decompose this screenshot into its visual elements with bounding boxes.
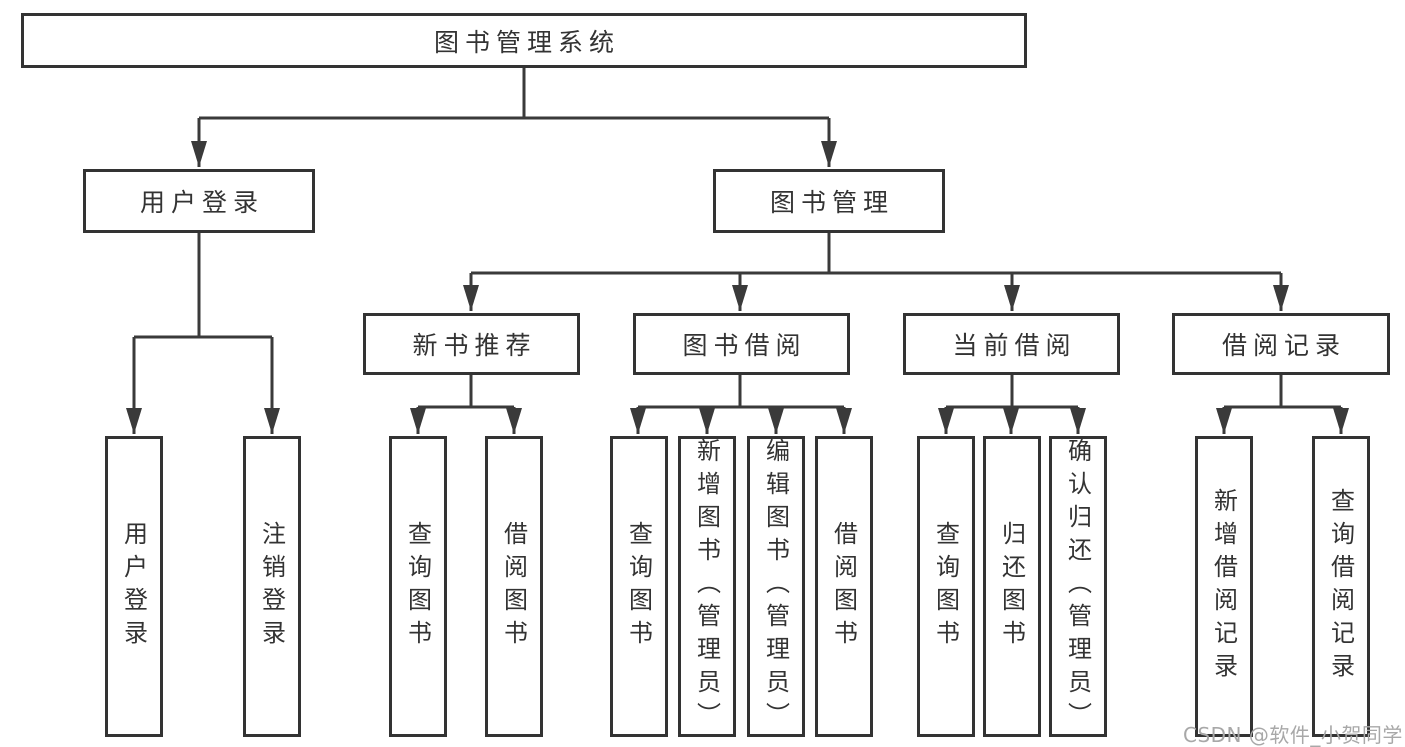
leaf-logout-label: 注销登录 [257, 520, 286, 653]
leaf-nb-query-books: 查询图书 [389, 436, 447, 737]
leaf-nb-borrow-books: 借阅图书 [485, 436, 543, 737]
node-book-management-label: 图书管理 [769, 188, 894, 217]
leaf-br-add-record-label: 新增借阅记录 [1209, 487, 1238, 686]
node-book-borrowing-label: 图书借阅 [682, 331, 807, 360]
csdn-watermark: CSDN @软件_小贺同学 [1183, 723, 1403, 747]
leaf-cb-query-books-label: 查询图书 [931, 520, 960, 653]
leaf-bb-edit-books-admin: 编辑图书（管理员） [747, 436, 805, 737]
leaf-nb-borrow-books-label: 借阅图书 [499, 520, 528, 653]
leaf-nb-query-books-label: 查询图书 [403, 520, 432, 653]
node-borrow-records: 借阅记录 [1172, 313, 1390, 375]
node-borrow-records-label: 借阅记录 [1221, 331, 1346, 360]
leaf-br-query-record: 查询借阅记录 [1312, 436, 1370, 737]
leaf-bb-add-books-admin: 新增图书（管理员） [678, 436, 736, 737]
node-new-book-recommend: 新书推荐 [363, 313, 580, 375]
leaf-bb-query-books: 查询图书 [610, 436, 668, 737]
leaf-bb-query-books-label: 查询图书 [624, 520, 653, 653]
leaf-user-login: 用户登录 [105, 436, 163, 737]
node-current-borrowing-label: 当前借阅 [952, 331, 1077, 360]
leaf-user-login-label: 用户登录 [119, 520, 148, 653]
leaf-cb-confirm-return-admin-label: 确认归还（管理员） [1063, 438, 1092, 735]
node-user-login-label: 用户登录 [139, 188, 264, 217]
node-root: 图书管理系统 [21, 13, 1027, 68]
leaf-cb-query-books: 查询图书 [917, 436, 975, 737]
leaf-bb-borrow-books-label: 借阅图书 [829, 520, 858, 653]
leaf-br-add-record: 新增借阅记录 [1195, 436, 1253, 737]
leaf-bb-add-books-admin-label: 新增图书（管理员） [692, 438, 721, 735]
node-root-label: 图书管理系统 [433, 27, 620, 57]
leaf-cb-return-books-label: 归还图书 [997, 520, 1026, 653]
node-user-login: 用户登录 [83, 169, 315, 233]
leaf-cb-return-books: 归还图书 [983, 436, 1041, 737]
node-book-borrowing: 图书借阅 [633, 313, 850, 375]
node-book-management: 图书管理 [713, 169, 945, 233]
node-new-book-recommend-label: 新书推荐 [412, 331, 537, 360]
leaf-cb-confirm-return-admin: 确认归还（管理员） [1049, 436, 1107, 737]
node-current-borrowing: 当前借阅 [903, 313, 1120, 375]
leaf-bb-borrow-books: 借阅图书 [815, 436, 873, 737]
leaf-logout: 注销登录 [243, 436, 301, 737]
leaf-br-query-record-label: 查询借阅记录 [1326, 487, 1355, 686]
leaf-bb-edit-books-admin-label: 编辑图书（管理员） [761, 438, 790, 735]
